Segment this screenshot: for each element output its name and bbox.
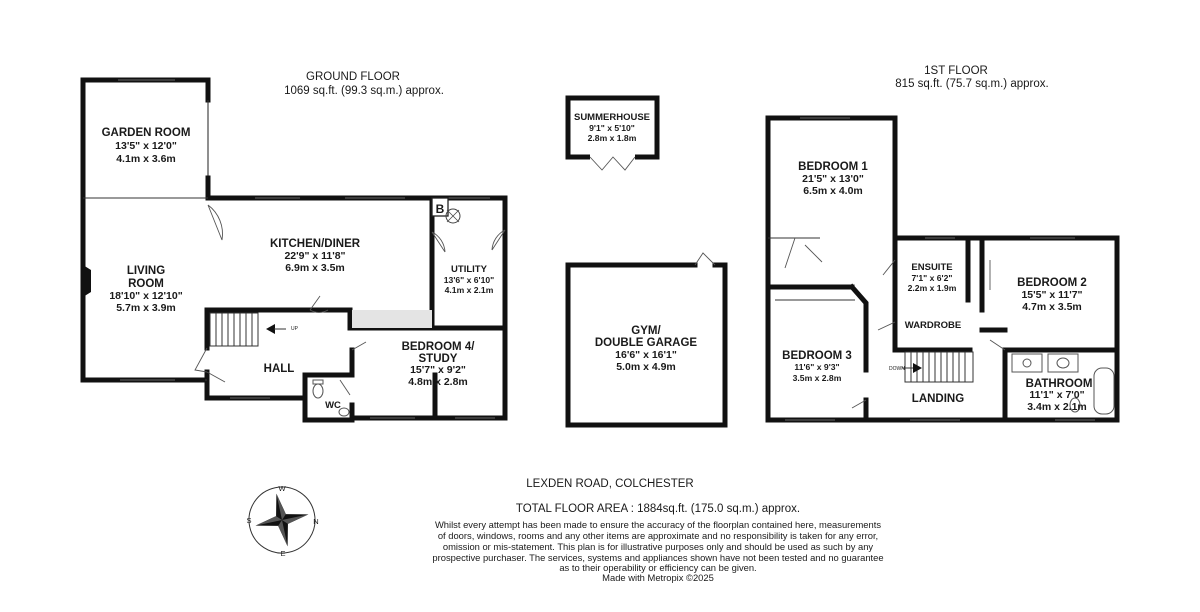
first-floor-doors: [784, 237, 1006, 409]
ensuite-name: ENSUITE: [911, 262, 952, 273]
first-floor-title: 1ST FLOOR: [924, 65, 988, 77]
living-room-name-2: ROOM: [128, 278, 164, 290]
summerhouse-name: SUMMERHOUSE: [574, 112, 650, 123]
bedroom1-metric: 6.5m x 4.0m: [803, 185, 863, 197]
garage-name-1: GYM/: [631, 325, 661, 337]
compass-s-label: S: [246, 516, 251, 525]
garden-room-imperial: 13'5" x 12'0": [115, 140, 177, 152]
hall-name: HALL: [264, 363, 295, 375]
ground-floor-doors: [194, 204, 506, 396]
bedroom1-name: BEDROOM 1: [798, 161, 868, 173]
bedroom3-imperial: 11'6" x 9'3": [794, 362, 839, 372]
bedroom4-imperial: 15'7" x 9'2": [410, 364, 466, 376]
bedroom3-metric: 3.5m x 2.8m: [793, 373, 842, 383]
garage: GYM/ DOUBLE GARAGE 16'6" x 16'1" 5.0m x …: [565, 252, 728, 428]
total-floor-area: TOTAL FLOOR AREA : 1884sq.ft. (175.0 sq.…: [516, 503, 800, 515]
garage-imperial: 16'6" x 16'1": [615, 349, 677, 361]
bathroom-name: BATHROOM: [1026, 378, 1093, 390]
disclaimer-line-3: omission or mis-statement. This plan is …: [443, 541, 874, 552]
first-floor-windows: [785, 117, 1095, 421]
bedroom2-metric: 4.7m x 3.5m: [1022, 301, 1082, 313]
wc-name: WC: [325, 400, 341, 411]
first-floor-area: 815 sq.ft. (75.7 sq.m.) approx.: [895, 78, 1048, 90]
bedroom4-name-1: BEDROOM 4/: [402, 341, 476, 353]
summerhouse-imperial: 9'1" x 5'10": [589, 123, 635, 133]
disclaimer-line-5: as to their operability or efficiency ca…: [559, 562, 756, 573]
bathroom-fixtures: [1011, 353, 1115, 415]
bedroom4-name-2: STUDY: [419, 353, 458, 365]
living-room-name-1: LIVING: [127, 265, 165, 277]
compass-icon: [248, 486, 316, 554]
summerhouse-metric: 2.8m x 1.8m: [588, 133, 637, 143]
bathroom-metric: 3.4m x 2.1m: [1027, 401, 1087, 413]
metropix-credit: Made with Metropix ©2025: [602, 572, 714, 583]
bathroom-imperial: 11'1" x 7'0": [1029, 389, 1084, 401]
compass-w-label: W: [278, 484, 286, 493]
living-room-imperial: 18'10" x 12'10": [109, 290, 182, 302]
disclaimer-line-4: prospective purchaser. The services, sys…: [432, 552, 883, 563]
ground-floor: GROUND FLOOR 1069 sq.ft. (99.3 sq.m.) ap…: [80, 71, 508, 423]
disclaimer-line-1: Whilst every attempt has been made to en…: [435, 519, 881, 530]
fireplace: [83, 265, 91, 297]
first-floor-walls: [765, 115, 1120, 423]
boiler-symbol: [431, 197, 461, 224]
garden-room-name: GARDEN ROOM: [102, 127, 191, 139]
first-floor: 1ST FLOOR 815 sq.ft. (75.7 sq.m.) approx…: [765, 65, 1120, 423]
disclaimer-line-2: of doors, windows, rooms and any other i…: [438, 530, 878, 541]
compass-e-label: E: [280, 549, 285, 558]
wc-fixtures: [312, 379, 350, 417]
ground-floor-windows: [118, 79, 495, 419]
garage-metric: 5.0m x 4.9m: [616, 361, 676, 373]
ensuite-imperial: 7'1" x 6'2": [912, 273, 953, 283]
bedroom4-metric: 4.8m x 2.8m: [408, 376, 468, 388]
hall-stairs: [209, 312, 286, 347]
ground-floor-area: 1069 sq.ft. (99.3 sq.m.) approx.: [284, 85, 444, 97]
compass-n-label: N: [313, 517, 318, 526]
wardrobe-name: WARDROBE: [905, 320, 961, 331]
landing-stairs: [902, 351, 974, 383]
address: LEXDEN ROAD, COLCHESTER: [526, 478, 693, 490]
living-room-metric: 5.7m x 3.9m: [116, 302, 176, 314]
stairs-down-label: DOWN: [889, 366, 905, 372]
kitchen-metric: 6.9m x 3.5m: [285, 262, 345, 274]
bedroom2-imperial: 15'5" x 11'7": [1021, 289, 1082, 301]
stairs-up-label: UP: [291, 326, 299, 332]
bedroom1-imperial: 21'5" x 13'0": [802, 173, 864, 185]
utility-name: UTILITY: [451, 264, 488, 275]
landing-name: LANDING: [912, 393, 964, 405]
summerhouse: SUMMERHOUSE 9'1" x 5'10" 2.8m x 1.8m: [565, 95, 660, 171]
ground-floor-title: GROUND FLOOR: [306, 71, 400, 83]
kitchen-imperial: 22'9" x 11'8": [284, 250, 345, 262]
boiler-label: B: [436, 202, 445, 216]
kitchen-name: KITCHEN/DINER: [270, 238, 361, 250]
garage-name-2: DOUBLE GARAGE: [595, 337, 698, 349]
footer: LEXDEN ROAD, COLCHESTER TOTAL FLOOR AREA…: [432, 478, 883, 583]
garden-room-metric: 4.1m x 3.6m: [116, 153, 176, 165]
ensuite-metric: 2.2m x 1.9m: [908, 283, 957, 293]
utility-imperial: 13'6" x 6'10": [444, 275, 494, 285]
utility-metric: 4.1m x 2.1m: [445, 285, 494, 295]
bedroom2-name: BEDROOM 2: [1017, 277, 1087, 289]
bedroom3-name: BEDROOM 3: [782, 350, 852, 362]
